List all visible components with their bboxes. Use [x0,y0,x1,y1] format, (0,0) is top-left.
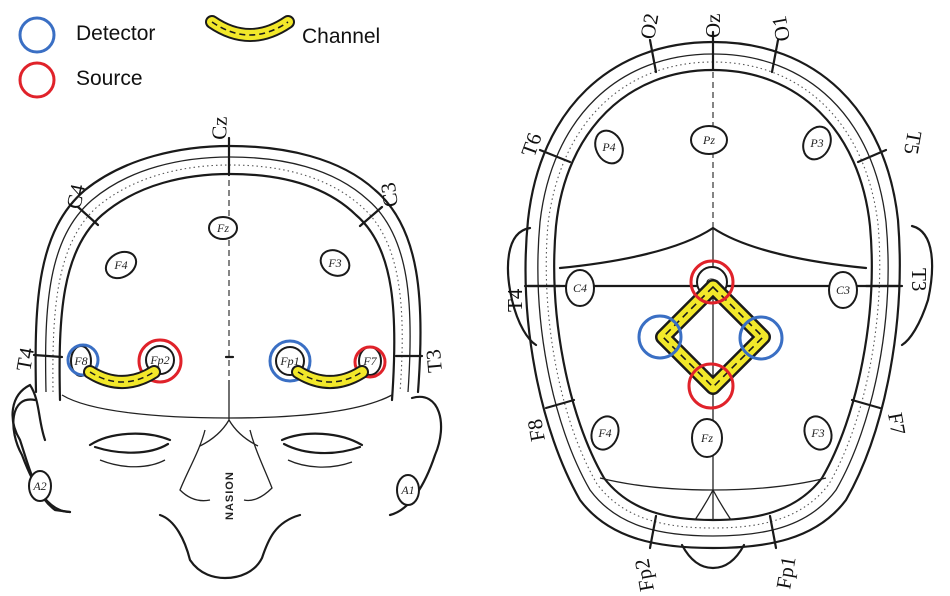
top-skull-mid [537,53,889,537]
front-c4-label: C4 [61,182,90,211]
top-detector-left [637,314,683,360]
front-cz-label: Cz [207,116,232,140]
top-f7-label: F7 [883,411,910,437]
jaw-outline [158,513,302,580]
top-t4-label: T4 [503,288,527,312]
top-fp1-label: Fp1 [771,555,800,591]
top-electrode-p4: P4 [594,129,624,165]
svg-text:F4: F4 [113,258,127,272]
front-electrode-a1: A1 [396,474,420,506]
svg-text:C4: C4 [573,281,587,295]
top-electrode-c3: C3 [828,271,858,309]
detector-legend-label: Detector [76,22,155,45]
front-t3-label: T3 [421,348,447,373]
top-left-ear [506,226,538,347]
svg-text:Pz: Pz [702,133,715,147]
top-t3-label: T3 [907,268,931,291]
svg-text:Fz: Fz [700,431,713,445]
front-electrode-fz: Fz [208,216,238,240]
brow-line [61,394,393,419]
top-electrode-fz: Fz [691,418,723,458]
svg-text:F4: F4 [597,426,611,440]
top-electrode-c4: C4 [565,269,595,307]
top-o1-label: O1 [767,14,795,43]
left-ear [12,398,72,514]
front-source-left [353,345,387,379]
top-source-cz [689,259,735,305]
front-t4-label: T4 [11,345,39,373]
channel-legend-label: Channel [302,25,380,48]
front-detector-right [66,343,100,377]
top-fissure [558,226,868,270]
svg-text:C3: C3 [836,283,850,297]
top-electrode-f4: F4 [590,415,620,451]
channel-legend-icon [205,15,295,42]
svg-text:Fp2: Fp2 [149,353,169,367]
nose-right [243,429,273,502]
svg-text:Fp1: Fp1 [279,354,299,368]
top-f8-label: F8 [522,417,549,443]
top-channel-diamond [655,279,771,395]
front-source-right [137,338,183,384]
top-right-ear [900,224,934,347]
top-skull-outer [524,40,901,550]
front-view: Cz C4 C3 T4 T3 NASION Fz F4 F3 F8 Fp2 Fp… [11,116,447,580]
detector-legend-icon [18,16,56,54]
front-channel-right [83,365,161,389]
nasion-label: NASION [224,471,236,520]
top-oz-label: Oz [701,14,725,39]
top-t5-label: T5 [899,129,927,156]
top-o2-label: O2 [635,11,663,40]
svg-text:F7: F7 [362,354,377,368]
top-electrode-f3: F3 [803,415,833,451]
top-fp2-label: Fp2 [630,557,659,593]
svg-text:P3: P3 [809,136,823,150]
top-nose [680,543,746,570]
top-view: O2 Oz O1 T6 T5 T4 T3 F8 F7 Fp2 Fp1 P4 Pz… [503,11,934,593]
svg-text:F3: F3 [327,256,341,270]
right-eye [88,432,172,454]
source-legend-label: Source [76,67,143,90]
top-skull-dots [545,61,881,529]
svg-text:F3: F3 [810,426,824,440]
svg-text:P4: P4 [601,140,615,154]
top-electrode-pz: Pz [690,125,728,155]
front-channel-left [291,365,369,389]
front-electrode-a2: A2 [28,470,52,502]
front-electrode-f3: F3 [319,249,351,277]
top-t6-label: T6 [516,130,547,160]
source-legend-icon [18,61,56,99]
top-source-fcz [687,362,735,410]
front-electrode-f4: F4 [104,250,138,280]
nose-left [179,429,211,502]
svg-text:F8: F8 [73,354,87,368]
front-detector-left [268,339,312,383]
left-eye [280,432,364,455]
top-detector-right [738,315,784,361]
svg-text:Fz: Fz [216,221,229,235]
legend: Detector Source Channel [18,15,380,99]
front-c3-label: C3 [376,181,403,209]
top-electrode-p3: P3 [802,125,832,161]
front-skull-inner [58,172,396,402]
svg-text:A2: A2 [32,479,46,493]
svg-text:A1: A1 [400,483,414,497]
